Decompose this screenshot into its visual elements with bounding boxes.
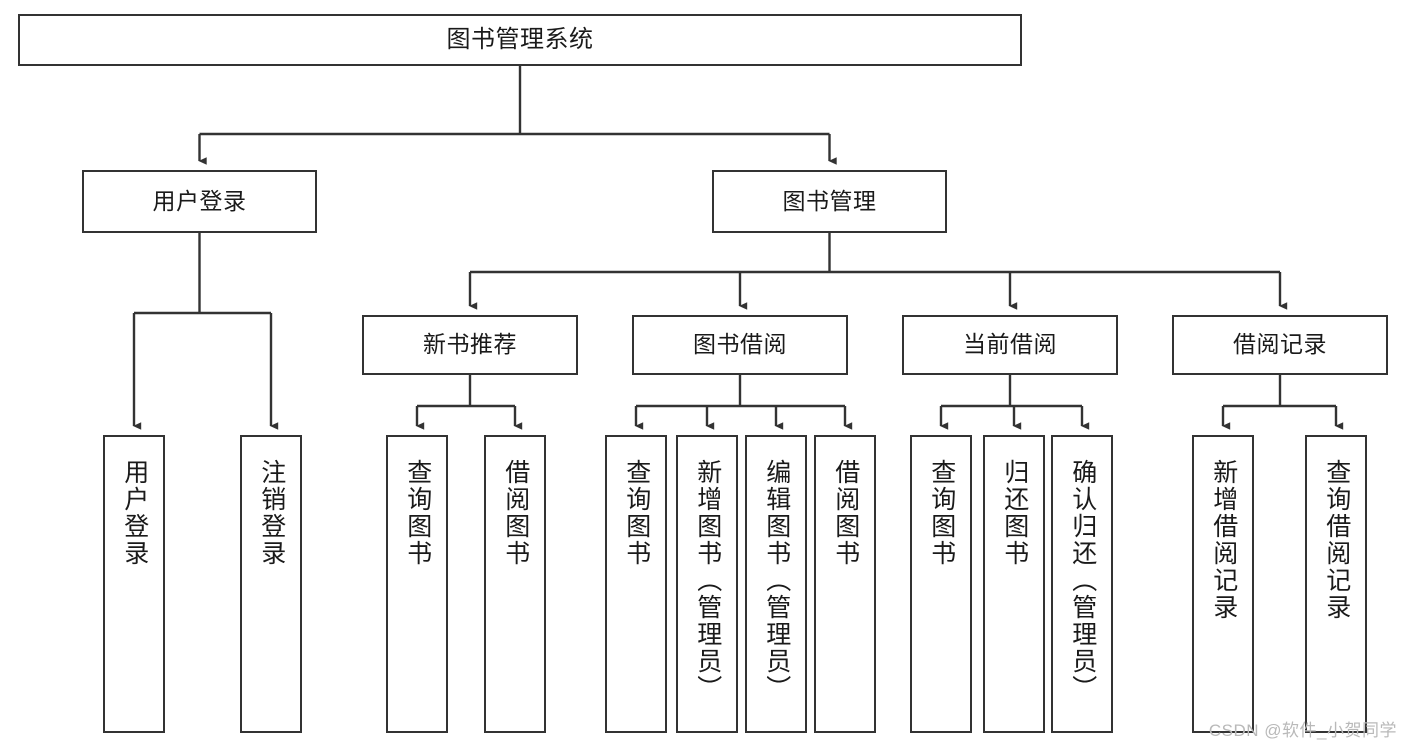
node-label: 新增图书（管理员） [693,459,722,702]
node-label: 当前借阅 [963,331,1057,358]
node-leaf-user-login[interactable]: 用户登录 [103,435,165,733]
node-root-system[interactable]: 图书管理系统 [18,14,1022,66]
node-label: 归还图书 [1000,459,1029,567]
node-leaf-logout[interactable]: 注销登录 [240,435,302,733]
node-leaf-borrow-book-1[interactable]: 借阅图书 [484,435,546,733]
node-leaf-borrow-book-2[interactable]: 借阅图书 [814,435,876,733]
node-borrow-record[interactable]: 借阅记录 [1172,315,1388,375]
node-label: 确认归还（管理员） [1068,459,1097,702]
node-leaf-add-record[interactable]: 新增借阅记录 [1192,435,1254,733]
node-label: 图书管理系统 [446,25,594,53]
node-leaf-query-book-3[interactable]: 查询图书 [910,435,972,733]
node-leaf-add-book[interactable]: 新增图书（管理员） [676,435,738,733]
node-label: 查询图书 [622,459,651,567]
node-leaf-confirm-return[interactable]: 确认归还（管理员） [1051,435,1113,733]
node-label: 图书管理 [782,187,877,214]
node-new-book-recommend[interactable]: 新书推荐 [362,315,578,375]
node-label: 查询借阅记录 [1322,459,1351,621]
node-label: 新增借阅记录 [1209,459,1238,621]
node-book-borrow[interactable]: 图书借阅 [632,315,848,375]
node-leaf-query-record[interactable]: 查询借阅记录 [1305,435,1367,733]
node-leaf-query-book-2[interactable]: 查询图书 [605,435,667,733]
node-label: 新书推荐 [423,331,517,358]
node-label: 借阅图书 [831,459,860,567]
node-label: 借阅记录 [1233,331,1327,358]
node-label: 借阅图书 [501,459,530,567]
node-leaf-query-book-1[interactable]: 查询图书 [386,435,448,733]
node-label: 编辑图书（管理员） [762,459,791,702]
node-leaf-edit-book[interactable]: 编辑图书（管理员） [745,435,807,733]
node-current-borrow[interactable]: 当前借阅 [902,315,1118,375]
edges-group [132,66,1344,430]
node-book-manage[interactable]: 图书管理 [712,170,947,233]
node-label: 用户登录 [120,459,149,567]
node-label: 查询图书 [927,459,956,567]
node-label: 用户登录 [152,187,247,214]
node-label: 图书借阅 [693,331,787,358]
node-label: 查询图书 [403,459,432,567]
node-user-login[interactable]: 用户登录 [82,170,317,233]
node-leaf-return-book[interactable]: 归还图书 [983,435,1045,733]
node-label: 注销登录 [257,459,286,567]
